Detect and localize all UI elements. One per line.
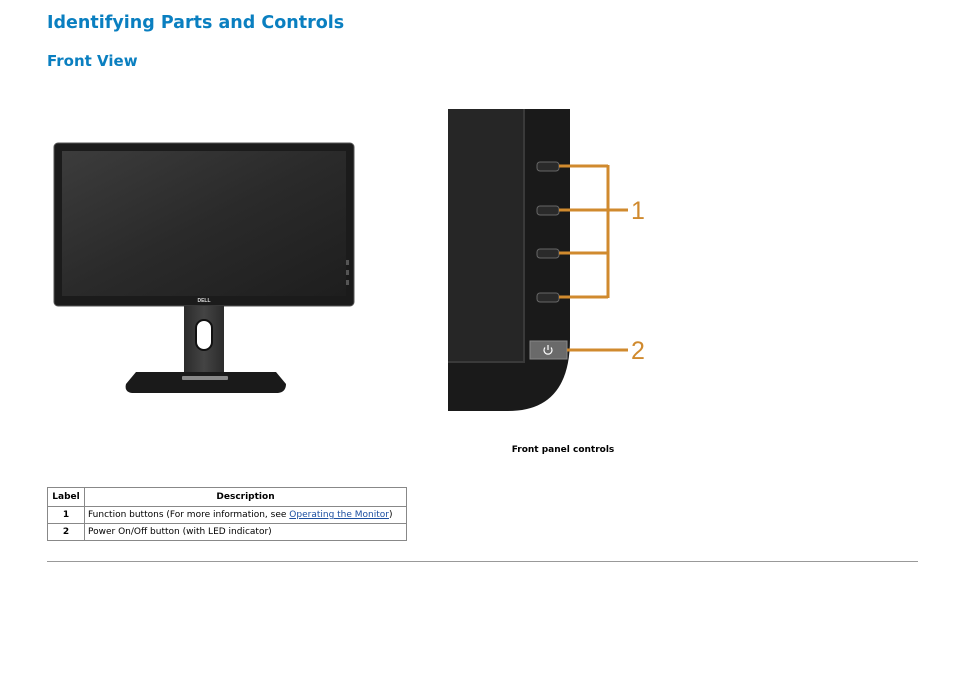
function-button-2: [536, 205, 560, 216]
row-label: 2: [47, 523, 85, 541]
monitor-stand-base: [125, 372, 286, 393]
function-button-3: [536, 248, 560, 259]
figure-caption: Front panel controls: [511, 445, 615, 455]
table-row: 2 Power On/Off button (with LED indicato…: [47, 523, 407, 541]
horizontal-divider: [47, 561, 918, 562]
description-text: Function buttons (For more information, …: [88, 510, 290, 520]
operating-the-monitor-link[interactable]: Operating the Monitor: [289, 510, 389, 520]
row-description: Function buttons (For more information, …: [84, 506, 407, 524]
table-row: 1 Function buttons (For more information…: [47, 506, 407, 524]
function-button-4: [536, 292, 560, 303]
page-title: Identifying Parts and Controls: [47, 13, 345, 33]
callout-bracket-1: [559, 164, 628, 299]
row-description: Power On/Off button (with LED indicator): [84, 523, 407, 541]
monitor-front-view-image: DELL: [53, 142, 355, 393]
column-header-description: Description: [84, 487, 407, 507]
callout-number-2: 2: [631, 337, 645, 365]
monitor-logo: DELL: [197, 298, 210, 304]
front-panel-closeup-image: 1 2: [448, 109, 645, 411]
row-label: 1: [47, 506, 85, 524]
column-header-label: Label: [47, 487, 85, 507]
section-title: Front View: [47, 52, 138, 70]
table-header-row: Label Description: [47, 487, 407, 507]
parts-table: Label Description 1 Function buttons (Fo…: [47, 487, 407, 541]
description-text-suffix: ): [388, 510, 393, 520]
power-icon: [543, 345, 553, 355]
monitor-screen: [62, 151, 346, 296]
callout-number-1: 1: [631, 197, 645, 225]
function-button-1: [536, 161, 560, 172]
